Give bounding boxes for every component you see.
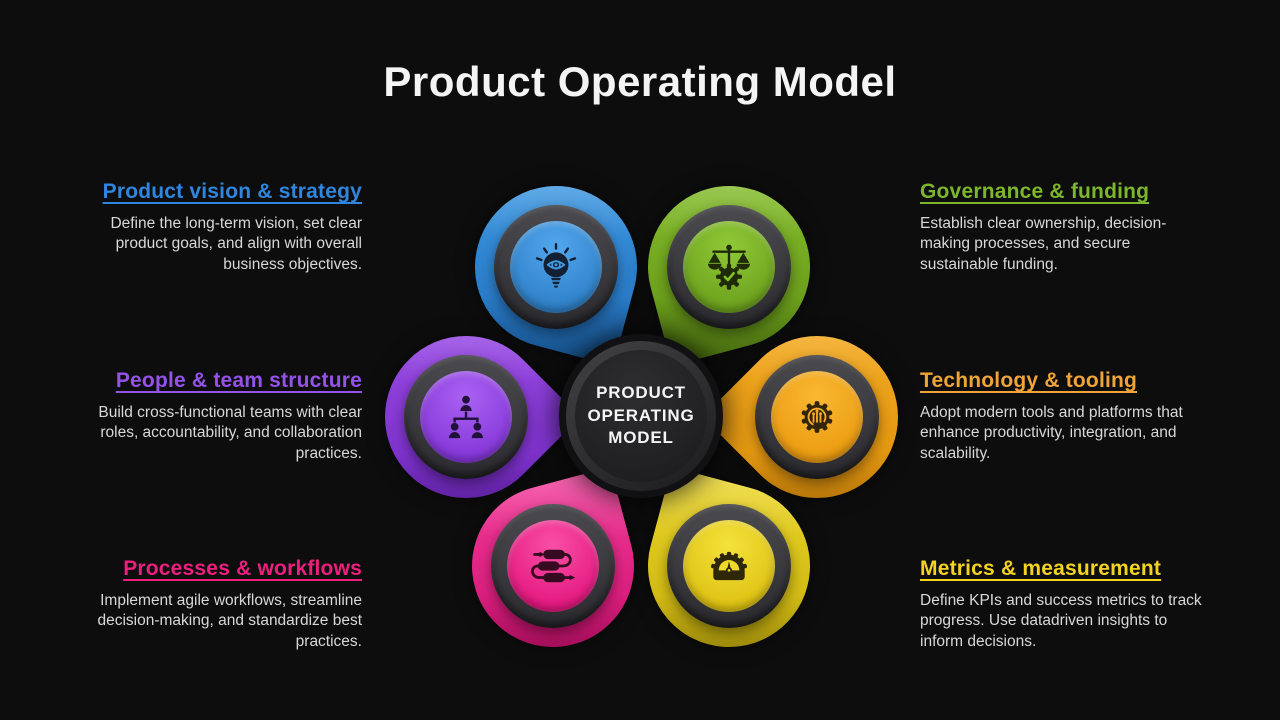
segment-info-people: People & team structure Build cross-func…	[70, 369, 362, 464]
segment-title-vision: Product vision & strategy	[102, 180, 362, 203]
segment-title-processes: Processes & workflows	[123, 557, 362, 580]
segment-description-technology: Adopt modern tools and platforms that en…	[920, 404, 1183, 462]
segment-title-metrics: Metrics & measurement	[920, 557, 1162, 580]
org-chart-icon	[448, 395, 484, 439]
scales-gear-icon	[707, 244, 751, 290]
medallion-processes	[491, 504, 615, 628]
center-label-line2: OPERATING	[587, 405, 695, 425]
disc-governance	[683, 221, 775, 313]
segment-info-vision: Product vision & strategy Define the lon…	[70, 180, 362, 275]
lightbulb-eye-icon	[535, 243, 577, 288]
center-ring: PRODUCT OPERATING MODEL	[566, 341, 716, 491]
center-label-line3: MODEL	[608, 428, 674, 448]
segment-description-people: Build cross-functional teams with clear …	[98, 404, 362, 462]
medallion-metrics	[667, 504, 791, 628]
center-label-line1: PRODUCT	[596, 383, 686, 403]
disc-vision	[510, 221, 602, 313]
medallion-technology	[755, 355, 879, 479]
gauge-gear-icon	[711, 551, 747, 581]
gear-circuit-icon	[801, 401, 833, 433]
segment-info-metrics: Metrics & measurement Define KPIs and su…	[920, 557, 1212, 652]
center-circle: PRODUCT OPERATING MODEL	[559, 334, 723, 498]
segment-title-people: People & team structure	[115, 369, 362, 392]
segment-info-processes: Processes & workflows Implement agile wo…	[70, 557, 362, 652]
disc-people	[420, 371, 512, 463]
segment-description-vision: Define the long-term vision, set clear p…	[110, 215, 362, 273]
segment-description-governance: Establish clear ownership, decision-maki…	[920, 215, 1167, 273]
medallion-vision	[494, 205, 618, 329]
segment-description-processes: Implement agile workflows, streamline de…	[97, 592, 362, 650]
disc-processes	[507, 520, 599, 612]
medallion-people	[404, 355, 528, 479]
segment-info-technology: Technology & tooling Adopt modern tools …	[920, 369, 1212, 464]
center-label: PRODUCT OPERATING MODEL	[575, 350, 707, 482]
segment-title-technology: Technology & tooling	[920, 369, 1138, 392]
disc-technology	[771, 371, 863, 463]
segment-info-governance: Governance & funding Establish clear own…	[920, 180, 1212, 275]
segment-title-governance: Governance & funding	[920, 180, 1150, 203]
medallion-governance	[667, 205, 791, 329]
disc-metrics	[683, 520, 775, 612]
page-title: Product Operating Model	[383, 58, 897, 105]
workflow-arrows-icon	[531, 549, 576, 583]
segment-description-metrics: Define KPIs and success metrics to track…	[920, 592, 1202, 650]
